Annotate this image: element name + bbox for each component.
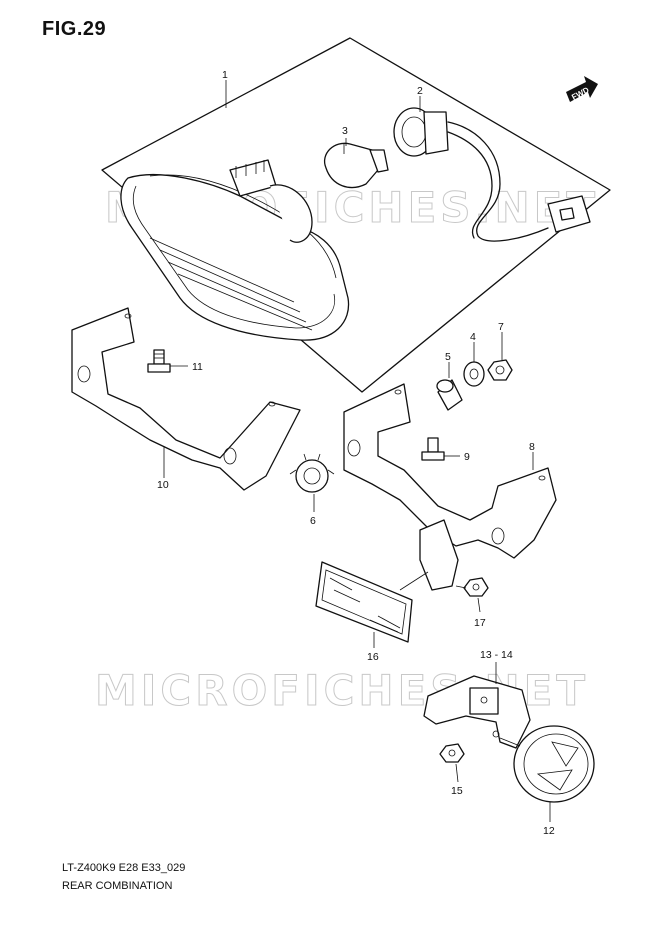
callout-13-14: 13 - 14: [480, 649, 513, 661]
nut-17: [455, 577, 489, 597]
callout-10: 10: [157, 479, 169, 491]
leader-lines: [163, 96, 551, 822]
callouts: 1 2 3 4 5 6 7 8 9 10 11 12 13 - 14 15 16…: [157, 69, 555, 837]
nut-15: [439, 743, 465, 763]
right-bracket: [343, 383, 557, 591]
nut-7: [487, 359, 513, 381]
bulb: [324, 142, 389, 189]
washer-4: [463, 361, 485, 387]
callout-4: 4: [470, 331, 476, 343]
figure-title: FIG.29: [42, 18, 107, 40]
callout-11: 11: [192, 361, 203, 373]
callout-5: 5: [445, 351, 451, 363]
bulb-socket-harness: [393, 107, 591, 242]
left-bracket: [71, 307, 301, 491]
spacer-5: [436, 379, 463, 411]
callout-15: 15: [451, 785, 463, 797]
callout-12: 12: [543, 825, 555, 837]
model-code: LT-Z400K9 E28 E33_029: [62, 862, 186, 874]
callout-2: 2: [417, 85, 423, 97]
fwd-arrow-icon: FWD: [566, 76, 598, 102]
callout-3: 3: [342, 125, 348, 137]
callout-1: 1: [222, 69, 228, 81]
tail-lamp-housing: [120, 159, 350, 341]
callout-9: 9: [464, 451, 470, 463]
diagram-caption: REAR COMBINATION: [62, 880, 173, 892]
reflector-bracket-13-14: [423, 675, 531, 749]
callout-16: 16: [367, 651, 379, 663]
callout-8: 8: [529, 441, 535, 453]
callout-6: 6: [310, 515, 316, 527]
bolt-9: [421, 437, 445, 461]
callout-17: 17: [474, 617, 486, 629]
grommet-6: [289, 453, 335, 493]
bolt-11: [147, 349, 171, 373]
reflector-16: [315, 561, 429, 643]
callout-7: 7: [498, 321, 504, 333]
round-reflector-12: [499, 725, 595, 803]
